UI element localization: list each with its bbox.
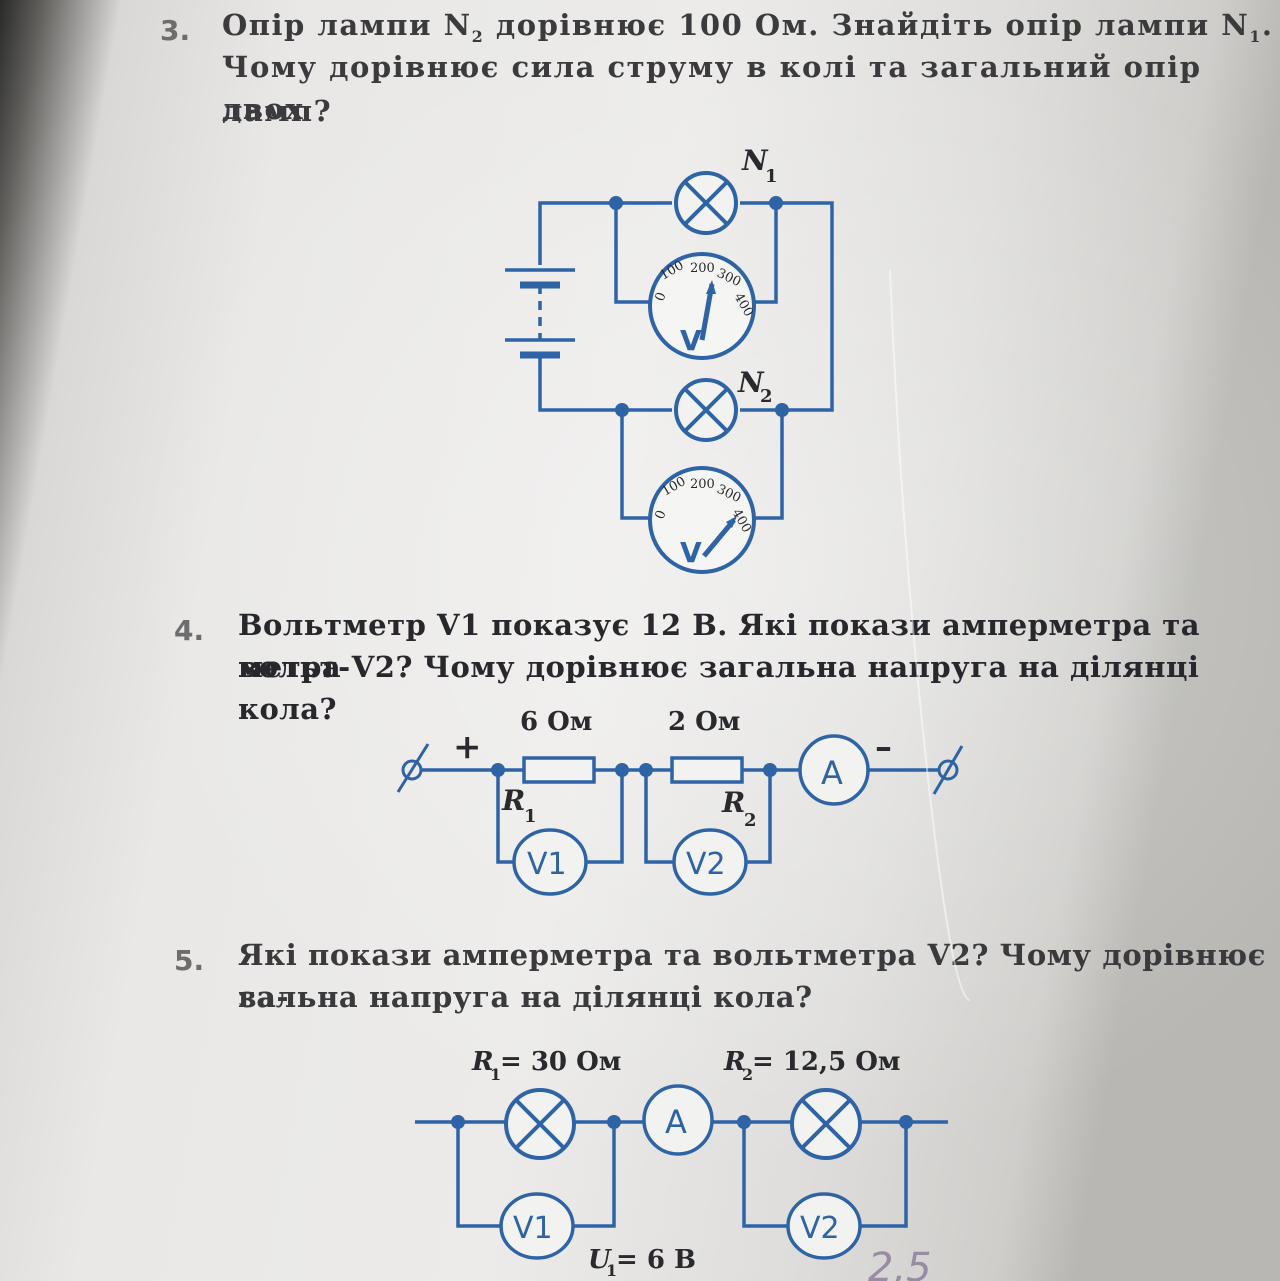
- node-3b: [769, 196, 783, 210]
- lamp-n2-sub: 2: [760, 386, 773, 407]
- r2-value-label: 2 Ом: [668, 707, 740, 737]
- wire-4-v2-left: [644, 770, 676, 864]
- problem-4-line-2: метра V2? Чому дорівнює загальна напруга…: [238, 650, 1200, 726]
- lamp-n1-sub: 1: [765, 166, 778, 187]
- diagram-3: N 1 0 100 200 300 400 V: [505, 144, 834, 574]
- minus-sign: –: [875, 727, 892, 767]
- u1-value: = 6 В: [616, 1245, 696, 1275]
- vm2-symbol: V: [680, 536, 702, 569]
- problem-3-line-3: ламп?: [222, 94, 333, 128]
- wire-5-v1-right: [572, 1122, 616, 1228]
- vm1-symbol: V: [680, 324, 702, 357]
- voltmeter-v2-icon: [672, 828, 748, 896]
- r1-value-label: 6 Ом: [520, 707, 592, 737]
- node-5a: [451, 1115, 465, 1129]
- node-5b: [607, 1115, 621, 1129]
- r2-5-label: R: [723, 1047, 746, 1077]
- r1-label: R: [501, 784, 525, 817]
- node-4b: [615, 763, 629, 777]
- lamp-n1-label: N: [741, 144, 769, 177]
- diagram-5: R 1 = 30 Ом R 2 = 12,5 Ом A: [415, 1047, 948, 1280]
- node-4d: [763, 763, 777, 777]
- voltmeter-1-dial-icon: 0 100 200 300 400 V: [648, 252, 756, 360]
- battery-icon: [505, 268, 575, 359]
- r2-5-value: = 12,5 Ом: [752, 1047, 900, 1077]
- wire-3-vm1-right: [752, 203, 778, 304]
- ammeter-5-label: A: [665, 1103, 687, 1141]
- problem-3-number: 3.: [160, 14, 191, 47]
- voltmeter-v1-label: V1: [527, 847, 567, 882]
- r1-5-value: = 30 Ом: [500, 1047, 621, 1077]
- vm2-tick-200: 200: [690, 477, 715, 492]
- lamp-n2-label: N: [737, 366, 765, 399]
- voltmeter-5-v2-icon: [786, 1192, 862, 1260]
- r1-sub: 1: [524, 806, 537, 827]
- node-3c: [615, 403, 629, 417]
- ammeter-4-label: A: [821, 754, 843, 792]
- wire-3-bottom-left: [538, 355, 672, 412]
- node-5d: [899, 1115, 913, 1129]
- problem-4-line-1: Вольтметр V1 показує 12 В. Які покази ам…: [238, 608, 1201, 684]
- ammeter-5-icon: [642, 1084, 714, 1156]
- terminal-left-icon: [396, 743, 430, 793]
- lamp-n2-icon: [674, 378, 738, 442]
- wire-3-vm1-left: [614, 203, 652, 304]
- wire-4-v1-left: [496, 770, 516, 864]
- lamp-n1-icon: [674, 171, 738, 235]
- voltmeter-v1-icon: [512, 828, 588, 896]
- r1-5-label: R: [471, 1047, 494, 1077]
- wire-3-vm2-left: [620, 410, 652, 520]
- r2-5-sub: 2: [742, 1065, 753, 1084]
- lamp-5-1-icon: [504, 1088, 576, 1160]
- u1-sub: 1: [606, 1261, 617, 1280]
- voltmeter-v2-label: V2: [686, 847, 726, 882]
- plus-sign: +: [453, 727, 482, 767]
- resistor-r2-icon: [670, 756, 744, 784]
- wire-4-v1-right: [584, 770, 624, 864]
- problem-5-line-2: гальна напруга на ділянці кола?: [238, 980, 813, 1014]
- lamp-5-2-icon: [790, 1088, 862, 1160]
- node-3d: [775, 403, 789, 417]
- wire-3-top-left: [538, 201, 672, 265]
- voltmeter-5-v1-icon: [499, 1192, 575, 1260]
- wire-5-v1-left: [456, 1122, 502, 1228]
- r1-5-sub: 1: [490, 1065, 501, 1084]
- resistor-r1-icon: [522, 756, 596, 784]
- handwritten-note: 2,5: [868, 1245, 932, 1281]
- node-4c: [639, 763, 653, 777]
- voltmeter-5-v1-label: V1: [513, 1211, 553, 1246]
- vm1-tick-200: 200: [690, 261, 715, 276]
- node-5c: [737, 1115, 751, 1129]
- r2-label: R: [721, 786, 745, 819]
- problem-3-line-2: Чому дорівнює сила струму в колі та зага…: [222, 50, 1202, 126]
- diagram-4: 6 Ом 2 Ом + – A V1: [396, 707, 964, 896]
- problem-4-number: 4.: [174, 614, 205, 647]
- voltmeter-2-dial-icon: 0 100 200 300 400 V: [648, 466, 756, 574]
- wire-3-vm2-right: [752, 410, 784, 520]
- voltmeter-5-v2-label: V2: [800, 1211, 840, 1246]
- wire-4-v2-right: [744, 770, 772, 864]
- problem-3-line-1: Опір лампи N2 дорівнює 100 Ом. Знайдіть …: [222, 8, 1274, 46]
- wire-5-v2-left: [742, 1122, 788, 1228]
- problem-5-line-1: Які покази амперметра та вольтметра V2? …: [238, 938, 1266, 1014]
- page-crease: [889, 269, 971, 1001]
- u1-label: U: [588, 1245, 612, 1275]
- node-3a: [609, 196, 623, 210]
- wire-5-v2-right: [860, 1122, 908, 1228]
- node-4a: [491, 763, 505, 777]
- problem-5-number: 5.: [174, 944, 205, 977]
- r2-sub: 2: [744, 810, 757, 831]
